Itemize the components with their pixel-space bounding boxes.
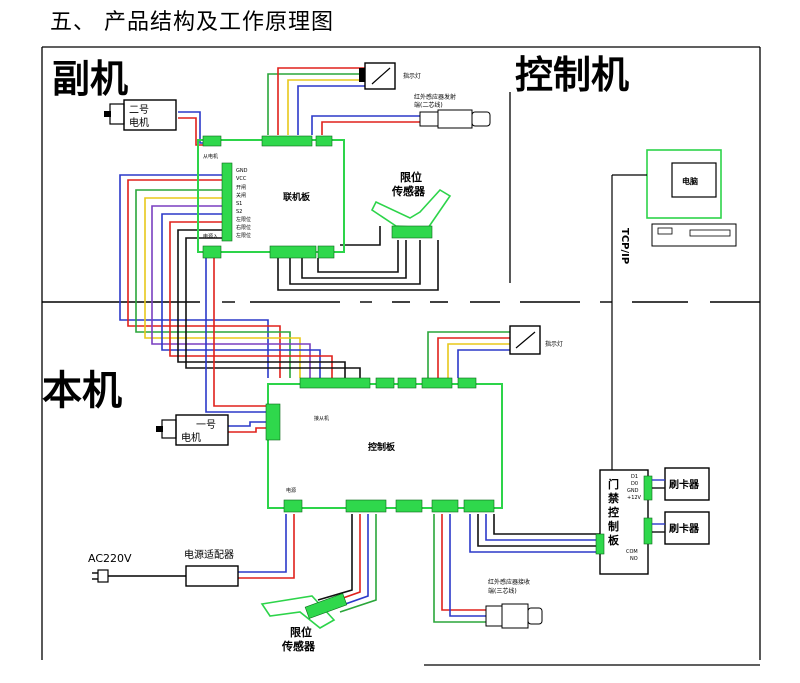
svg-text:传感器: 传感器: [281, 639, 316, 653]
svg-text:VCC: VCC: [236, 176, 247, 182]
svg-text:指示灯: 指示灯: [545, 340, 563, 348]
svg-text:S2: S2: [236, 209, 242, 215]
svg-text:端(二芯线): 端(二芯线): [414, 101, 443, 109]
svg-text:传感器: 传感器: [391, 184, 426, 198]
page-title: 五、 产品结构及工作原理图: [50, 10, 334, 35]
master-wires: [228, 331, 600, 623]
svg-text:禁: 禁: [608, 491, 619, 505]
card-reader-2: 刷卡器: [652, 511, 710, 545]
svg-text:限位: 限位: [290, 625, 312, 639]
svg-text:左限位: 左限位: [236, 232, 251, 239]
svg-text:S1: S1: [236, 201, 242, 207]
region-master: 本机: [42, 368, 122, 414]
ir-emitter: 红外感应器发射 端(二芯线): [414, 93, 491, 129]
ir-receiver: 红外感应器接收 端(三芯线): [485, 578, 543, 629]
link-board-label: 联机板: [283, 191, 311, 203]
svg-text:右限位: 右限位: [236, 224, 251, 231]
access-controller: 门 禁 控 制 板 D1 D0 GND +12V COM NO: [595, 469, 653, 575]
computer: 电脑 TCP/IP: [611, 149, 737, 470]
indicator-lamp-top: 指示灯: [359, 62, 421, 90]
control-board-terminals: [265, 377, 495, 513]
power-input-label: AC220V: [88, 552, 132, 565]
svg-text:端(三芯线): 端(三芯线): [488, 587, 517, 595]
region-control-pc: 控制机: [515, 53, 629, 97]
region-slave: 副机: [52, 57, 128, 101]
svg-text:电源适配器: 电源适配器: [184, 548, 234, 561]
from-motor-label: 从电机: [203, 153, 218, 160]
svg-text:开闸: 开闸: [236, 184, 246, 191]
limit-sensor-top: 限位 传感器: [370, 170, 452, 239]
svg-text:红外感应器接收: 红外感应器接收: [488, 578, 530, 586]
svg-text:电机: 电机: [181, 431, 201, 444]
svg-text:刷卡器: 刷卡器: [669, 478, 700, 491]
link-left-pins: GND VCC 开闸 关闸 S1 S2 左限位 右限位 左限位: [236, 168, 251, 239]
svg-text:板: 板: [608, 533, 620, 547]
limit-sensor-bottom: 限位 传感器: [260, 593, 348, 653]
svg-text:NO: NO: [630, 556, 638, 562]
svg-text:控: 控: [608, 505, 619, 519]
frame: [41, 46, 761, 666]
svg-text:左限位: 左限位: [236, 216, 251, 223]
svg-text:电脑: 电脑: [682, 176, 698, 186]
svg-text:二号: 二号: [129, 104, 149, 116]
svg-text:制: 制: [608, 519, 619, 533]
svg-text:D0: D0: [631, 481, 638, 487]
motor-1: 一号 电机: [156, 414, 229, 446]
svg-text:关闸: 关闸: [236, 192, 246, 199]
indicator-lamp-mid: 指示灯: [509, 325, 563, 355]
svg-text:+12V: +12V: [627, 495, 642, 501]
card-reader-1: 刷卡器: [652, 467, 710, 501]
svg-text:指示灯: 指示灯: [403, 72, 421, 80]
slave-wires: [119, 67, 439, 413]
svg-text:电机: 电机: [129, 116, 149, 129]
svg-text:GND: GND: [236, 168, 248, 174]
motor-2: 二号 电机: [104, 99, 177, 131]
link-board: [197, 139, 345, 253]
svg-text:限位: 限位: [400, 170, 422, 184]
svg-text:门: 门: [608, 477, 619, 491]
svg-text:红外感应器发射: 红外感应器发射: [414, 93, 456, 101]
power-label: 电源: [286, 487, 296, 494]
link-board-terminals: [202, 135, 335, 259]
control-board-label: 控制板: [368, 441, 396, 453]
svg-text:GND: GND: [627, 488, 639, 494]
power-in-label: 电源入: [203, 233, 218, 240]
power-adapter: AC220V 电源适配器: [88, 548, 239, 587]
network-label: TCP/IP: [619, 228, 630, 264]
svg-text:一号: 一号: [196, 419, 216, 431]
slave-link-label: 接从机: [314, 415, 329, 422]
svg-text:刷卡器: 刷卡器: [669, 522, 700, 535]
svg-text:D1: D1: [631, 474, 638, 480]
svg-text:COM: COM: [626, 549, 638, 555]
